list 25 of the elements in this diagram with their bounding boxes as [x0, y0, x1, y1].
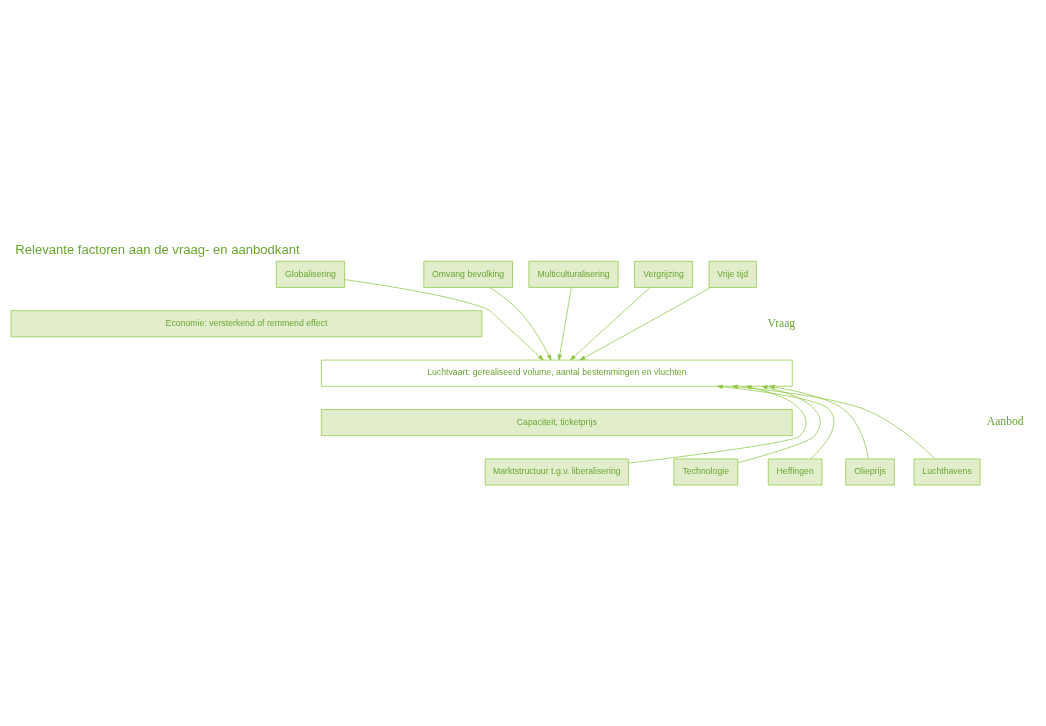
- node-box: Luchthavens: [913, 458, 981, 486]
- arrow: [737, 385, 821, 464]
- node-box: Vrije tijd: [708, 260, 757, 288]
- diagram-title: Relevante factoren aan de vraag- en aanbodkant: [15, 242, 300, 258]
- arrow: [717, 384, 835, 460]
- node-box: Economie: versterkend of remmend effect: [10, 310, 483, 338]
- arrow: [344, 279, 544, 361]
- arrow: [768, 384, 869, 460]
- node-box: Marktstructuur t.g.v. liberalisering: [484, 458, 629, 486]
- label: Aanbod: [986, 415, 1024, 429]
- node-box: Olieprijs: [845, 458, 895, 486]
- node-box: Globalisering: [275, 260, 345, 288]
- node-box: Omvang bevolking: [423, 260, 513, 288]
- node-box: Multiculturalisering: [528, 260, 619, 288]
- node-box: Heffingen: [767, 458, 823, 486]
- node-box: Technologie: [673, 458, 739, 486]
- arrow: [489, 287, 552, 361]
- label: Vraag: [767, 316, 796, 330]
- arrow: [579, 287, 712, 361]
- node-box: Vergrijzing: [634, 260, 694, 288]
- node-box: Capaciteit, ticketprijs: [320, 409, 793, 437]
- arrow: [557, 287, 572, 361]
- arrow: [570, 287, 651, 361]
- arrow: [731, 384, 936, 460]
- arrow: [628, 385, 807, 464]
